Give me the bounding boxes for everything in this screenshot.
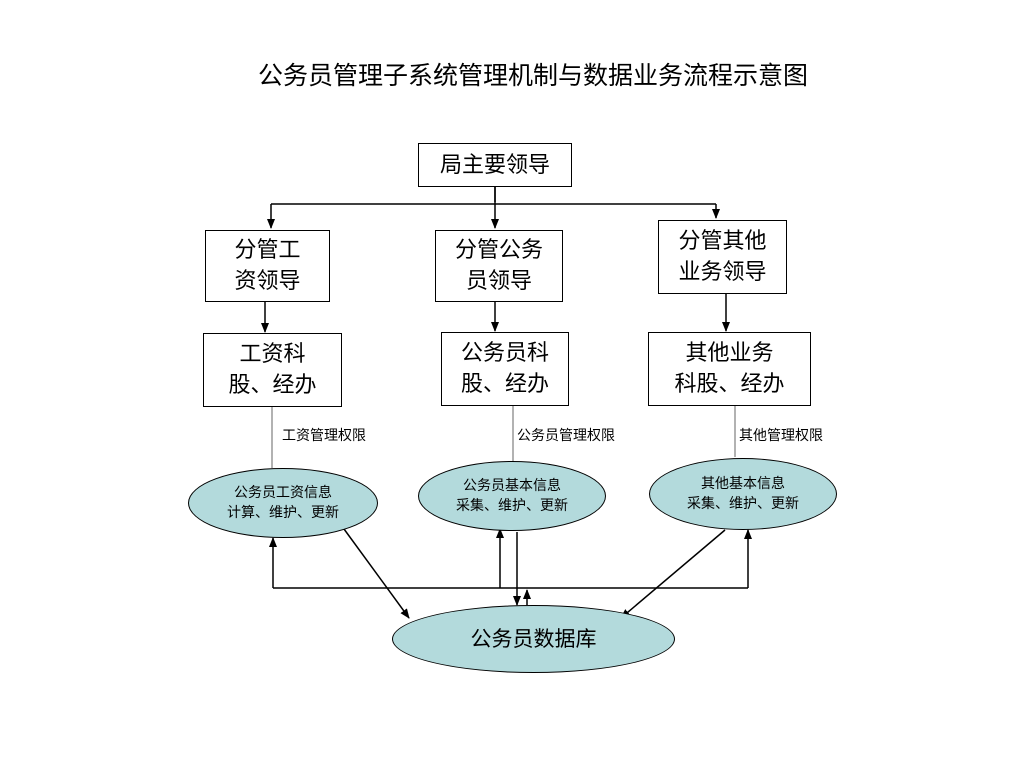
arrow-other-to-db (620, 529, 726, 619)
database-label: 公务员数据库 (470, 627, 597, 651)
permission-label-salary: 工资管理权限 (282, 428, 366, 444)
top-leader-box: 局主要领导 (418, 143, 572, 187)
other-section-box: 其他业务 科股、经办 (648, 332, 811, 406)
top-leader-label: 局主要领导 (439, 152, 550, 178)
other-process-ellipse: 其他基本信息 采集、维护、更新 (649, 458, 837, 530)
other-leader-box: 分管其他 业务领导 (658, 220, 787, 294)
civil-section-box: 公务员科 股、经办 (441, 332, 569, 406)
civil-leader-box: 分管公务 员领导 (435, 230, 563, 302)
civil-process-label: 公务员基本信息 采集、维护、更新 (456, 478, 568, 514)
permission-label-other: 其他管理权限 (739, 428, 823, 444)
civil-section-label: 公务员科 股、经办 (460, 341, 549, 397)
other-leader-label: 分管其他 业务领导 (678, 229, 767, 285)
other-section-label: 其他业务 科股、经办 (674, 341, 785, 397)
other-process-label: 其他基本信息 采集、维护、更新 (687, 476, 799, 512)
database-ellipse: 公务员数据库 (392, 605, 675, 673)
civil-leader-label: 分管公务 员领导 (454, 238, 543, 294)
salary-process-label: 公务员工资信息 计算、维护、更新 (227, 485, 339, 521)
salary-section-box: 工资科 股、经办 (203, 333, 342, 407)
diagram-title: 公务员管理子系统管理机制与数据业务流程示意图 (257, 61, 808, 90)
salary-leader-label: 分管工 资领导 (234, 238, 301, 294)
civil-process-ellipse: 公务员基本信息 采集、维护、更新 (418, 461, 606, 531)
salary-leader-box: 分管工 资领导 (205, 230, 330, 302)
salary-process-ellipse: 公务员工资信息 计算、维护、更新 (188, 468, 378, 538)
arrow-salary-to-db (343, 528, 410, 619)
permission-label-civil: 公务员管理权限 (517, 428, 615, 444)
salary-section-label: 工资科 股、经办 (228, 342, 317, 398)
